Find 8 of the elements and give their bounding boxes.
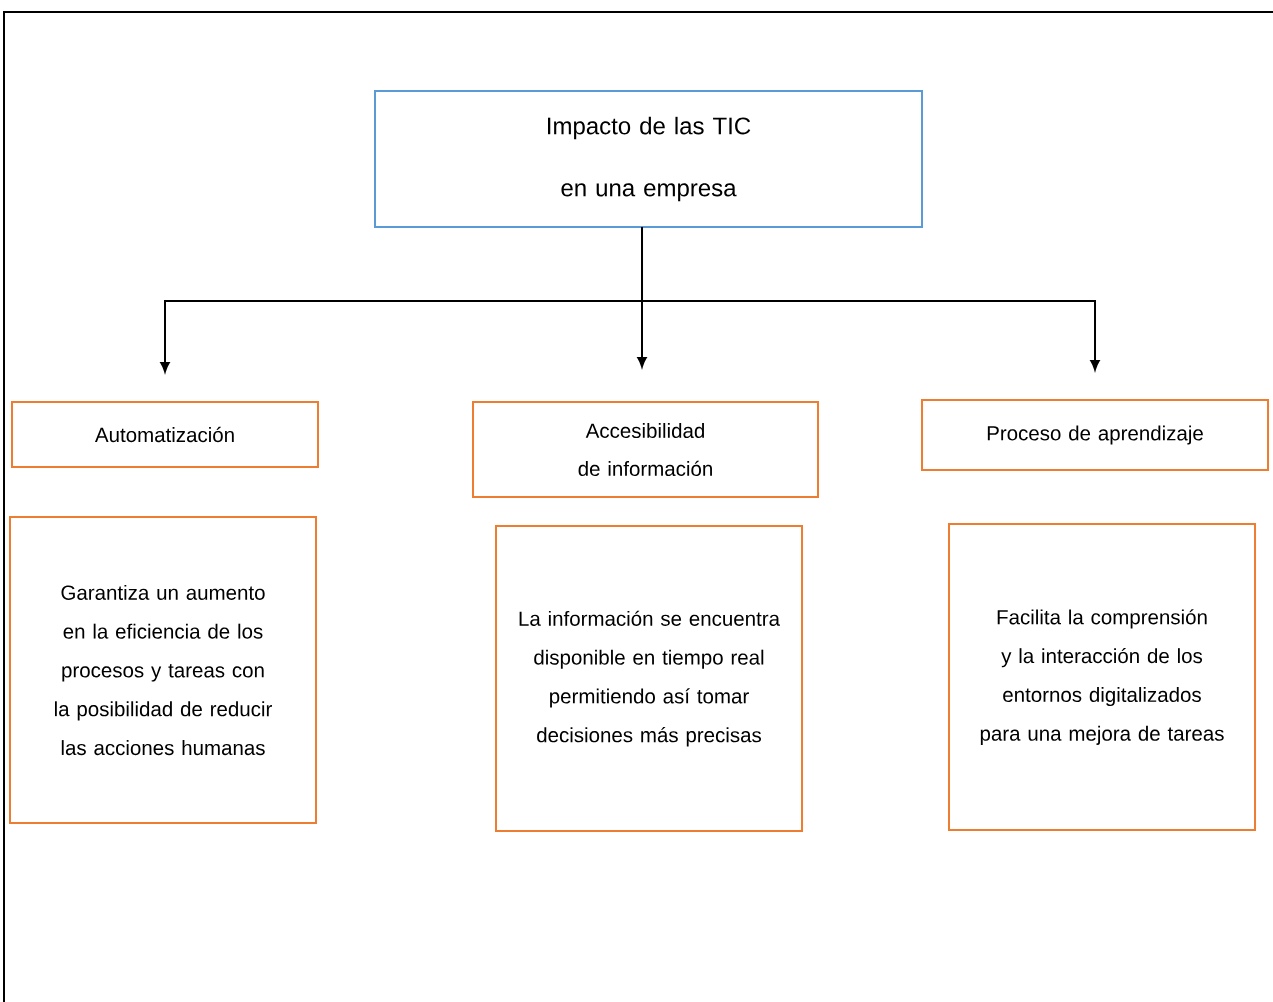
category-box: Accesibilidad de información xyxy=(472,401,819,498)
title-box: Impacto de las TIC en una empresa xyxy=(374,90,923,228)
description-box: Garantiza un aumento en la eficiencia de los procesos y tareas con la posibilidad de reducir las acciones humanas xyxy=(9,516,317,824)
description-box: Facilita la comprensión y la interacción de los entornos digitalizados para una mejora de tareas xyxy=(948,523,1256,831)
category-box: Proceso de aprendizaje xyxy=(921,399,1269,471)
description-box: La información se encuentra disponible en tiempo real permitiendo así tomar decisiones más precisas xyxy=(495,525,803,832)
category-box: Automatización xyxy=(11,401,319,468)
arrow xyxy=(641,226,1100,371)
